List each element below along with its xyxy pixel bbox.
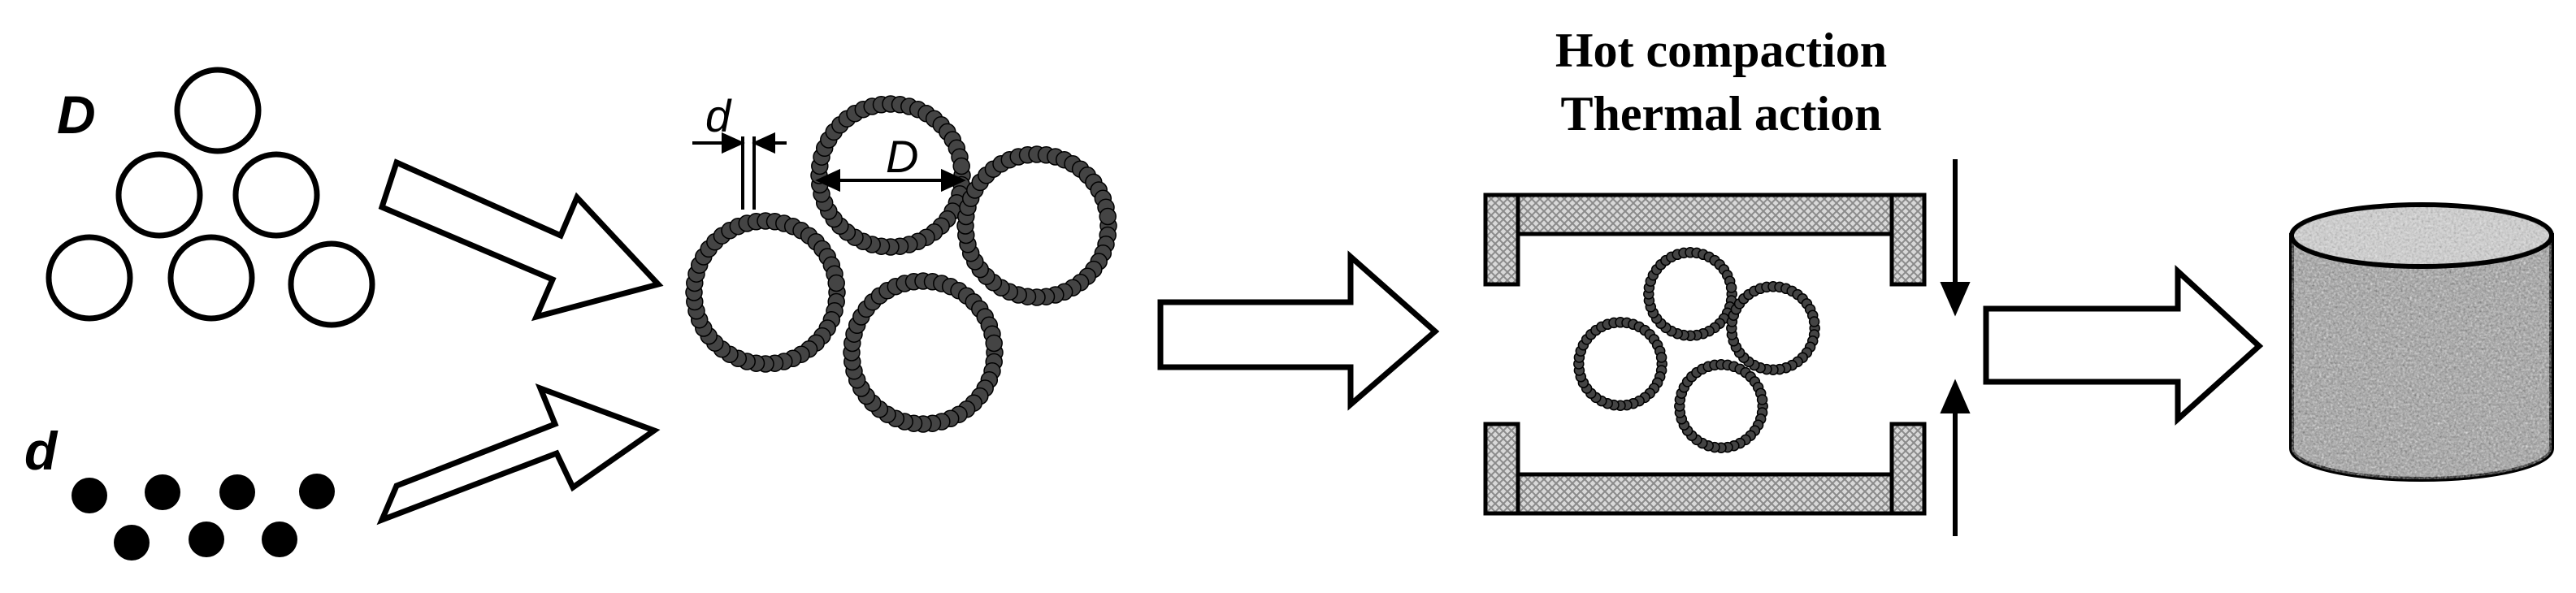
coating-bead bbox=[1808, 316, 1820, 327]
large-particle bbox=[232, 151, 320, 239]
small-particle bbox=[145, 474, 180, 510]
large-particles-group bbox=[46, 67, 375, 328]
dimension-d bbox=[692, 132, 787, 210]
dimension-D-label: D bbox=[886, 131, 918, 182]
coated-particles-group bbox=[685, 95, 1117, 433]
coating-bead bbox=[1756, 394, 1768, 405]
compacted-particles-group bbox=[1573, 247, 1820, 453]
process-arrow-2 bbox=[1983, 265, 2264, 426]
large-particle bbox=[174, 67, 262, 154]
upper-punch-bar bbox=[1516, 193, 1894, 236]
large-particle-label: D bbox=[57, 84, 96, 145]
mixing-arrows bbox=[376, 158, 664, 526]
coated-particle-left bbox=[685, 212, 846, 373]
upper-punch-left-wall bbox=[1483, 193, 1520, 287]
mixing-arrow-lower bbox=[376, 383, 661, 526]
coating-bead bbox=[985, 334, 1003, 353]
small-particle bbox=[299, 474, 335, 509]
coated-particle-bottom bbox=[843, 272, 1004, 433]
small-particle bbox=[262, 522, 297, 557]
lower-punch-right-wall bbox=[1889, 422, 1927, 516]
large-particle bbox=[115, 151, 203, 239]
dimension-D bbox=[815, 168, 966, 193]
large-particle bbox=[46, 234, 133, 322]
coating-bead bbox=[1725, 282, 1737, 293]
process-arrow-1 bbox=[1157, 250, 1440, 411]
coated-particle-top bbox=[810, 95, 971, 256]
large-particle bbox=[167, 234, 255, 322]
compacted-particle-left bbox=[1573, 317, 1667, 411]
compacted-particle-bottom bbox=[1674, 359, 1768, 453]
pressure-arrows bbox=[1940, 159, 1971, 536]
small-particle bbox=[189, 522, 224, 557]
large-particle bbox=[288, 240, 375, 328]
lower-punch-bar bbox=[1516, 472, 1894, 516]
coated-particle-right bbox=[956, 145, 1117, 306]
compacted-particle-top bbox=[1643, 247, 1737, 341]
mixing-arrow-upper bbox=[378, 158, 664, 322]
coating-bead bbox=[1099, 207, 1117, 226]
coating-bead bbox=[1655, 352, 1667, 363]
small-particles-group bbox=[72, 474, 335, 561]
process-title-line2: Thermal action bbox=[1561, 87, 1882, 141]
cylinder-body bbox=[2289, 202, 2554, 482]
upper-punch-right-wall bbox=[1889, 193, 1927, 287]
cylinder-top-texture bbox=[2294, 207, 2549, 264]
small-particle-label: d bbox=[24, 421, 59, 481]
lower-punch-left-wall bbox=[1483, 422, 1520, 516]
small-particle bbox=[72, 478, 107, 513]
coating-bead bbox=[827, 274, 845, 292]
small-particle bbox=[219, 474, 255, 510]
compaction-die bbox=[1483, 193, 1927, 516]
process-title-line1: Hot compaction bbox=[1555, 24, 1887, 77]
small-particle bbox=[114, 525, 150, 561]
compacted-particle-right bbox=[1726, 281, 1820, 375]
coating-bead bbox=[952, 157, 970, 175]
dimension-d-label: d bbox=[705, 90, 732, 141]
cylinder-texture bbox=[2292, 236, 2552, 479]
